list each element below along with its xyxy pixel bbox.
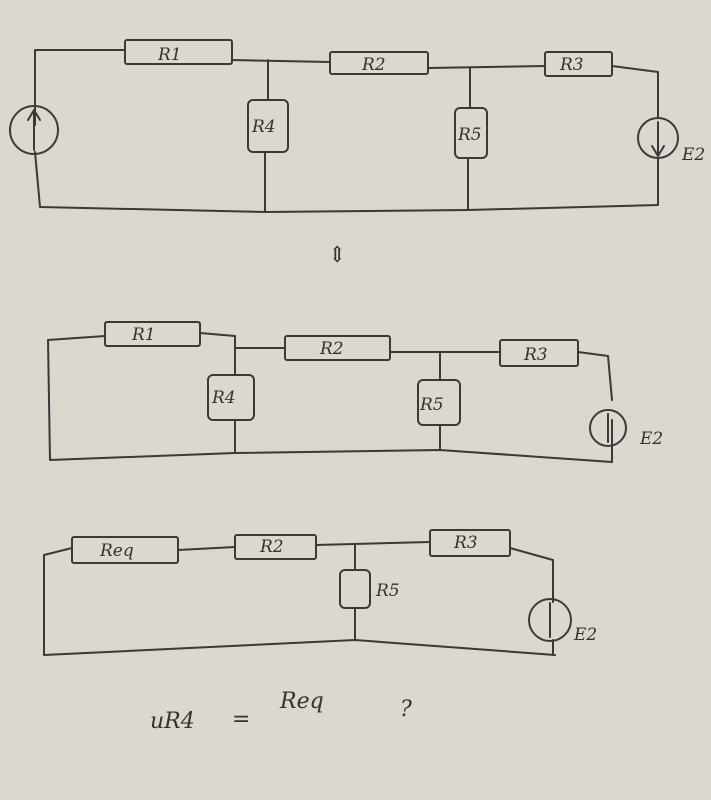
question-equals: =: [232, 707, 250, 732]
circuit-3-e2-label: E2: [573, 625, 597, 645]
equivalence-symbol: ⇕: [328, 243, 346, 268]
circuit-2-e2-source: [589, 409, 627, 447]
circuit-1-r5-label: R5: [457, 125, 482, 145]
question: uR4 = Req ?: [150, 689, 412, 734]
question-mark: ?: [400, 697, 412, 722]
circuit-1-r1-label: R1: [157, 45, 182, 65]
circuit-2-r4: [207, 374, 255, 421]
circuit-1-r4-label: R4: [251, 117, 276, 137]
circuit-1-r5: [454, 107, 488, 159]
circuit-3-r5-label: R5: [375, 581, 400, 601]
circuit-3-r2-label: R2: [259, 537, 284, 557]
circuit-3-r3: [429, 529, 511, 557]
circuit-3-e2-source: [528, 598, 572, 642]
circuit-2-r2: [284, 335, 391, 361]
circuit-2-r2-label: R2: [319, 339, 344, 359]
circuit-3-req: [71, 536, 179, 564]
circuit-3-r5: [339, 569, 371, 609]
question-lhs: uR4: [150, 709, 195, 734]
circuit-1-r2: [329, 51, 429, 75]
circuit-2-r5: [417, 379, 461, 426]
circuit-3-r2: [234, 534, 317, 560]
circuit-3-r3-label: R3: [453, 533, 478, 553]
circuit-1-r2-label: R2: [361, 55, 386, 75]
circuit-1-r3: [544, 51, 613, 77]
circuit-2-r4-label: R4: [211, 388, 236, 408]
circuit-2-e2-label: E2: [639, 429, 663, 449]
circuit-2-r3-label: R3: [523, 345, 548, 365]
circuit-1-source: [9, 105, 59, 155]
circuit-2-r1-label: R1: [131, 325, 156, 345]
circuit-2: R1 R2 R3 R4 R5 E2: [47, 321, 663, 463]
circuit-1-wire-top: [34, 49, 126, 126]
circuit-1-r1: [124, 39, 233, 65]
circuit-2-r3: [499, 339, 579, 367]
circuit-3: Req R2 R3 R5 E2: [43, 529, 597, 656]
circuit-1-e2-label: E2: [681, 145, 705, 165]
circuit-1-e2-source: [637, 117, 679, 159]
circuit-1: R1 R2 R3 R4 R5 E2: [9, 39, 705, 213]
question-rhs: Req: [279, 689, 324, 714]
circuit-1-r3-label: R3: [559, 55, 584, 75]
circuit-2-r5-label: R5: [419, 395, 444, 415]
circuit-2-r1: [104, 321, 201, 347]
circuit-3-req-label: Req: [99, 541, 134, 561]
circuit-1-r4: [247, 99, 289, 153]
